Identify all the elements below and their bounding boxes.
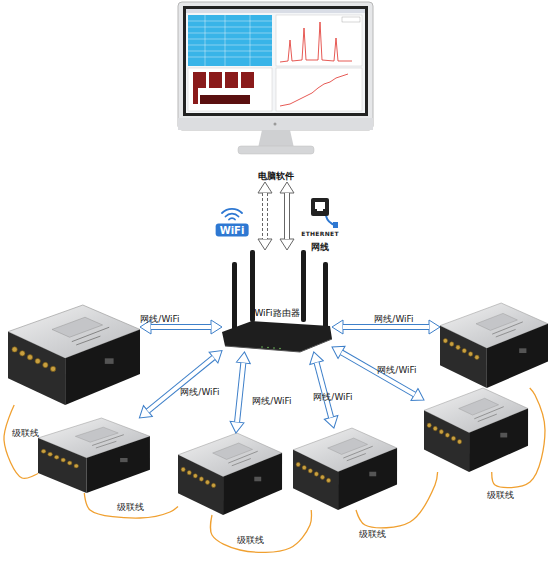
- cascade-cable: [84, 493, 178, 518]
- link-label: 网线/WiFi: [252, 396, 291, 407]
- arrow-core: [151, 325, 211, 329]
- acquisition-device: [293, 428, 397, 510]
- router-body: [222, 321, 332, 352]
- arrow-core: [317, 363, 331, 418]
- wifi-symbol: [222, 209, 242, 220]
- waterfall-chart: [188, 68, 272, 111]
- acquisition-device: [38, 418, 150, 493]
- connector-group: [317, 363, 331, 418]
- acquisition-device: [293, 428, 397, 510]
- link-label: 网线/WiFi: [180, 387, 219, 398]
- trend-chart: [276, 68, 362, 111]
- connector-group: [148, 358, 214, 411]
- spectrum-line: [280, 22, 352, 62]
- node-label: 电脑软件: [258, 171, 294, 182]
- connector-group: [237, 363, 243, 422]
- link-arrow: [151, 324, 211, 330]
- spectrum-chart: [276, 15, 362, 66]
- monitor-screen-frame: [183, 6, 368, 116]
- link-arrow: [262, 193, 268, 239]
- monitor-base: [238, 146, 314, 154]
- monitor-chin: [178, 118, 373, 130]
- connector-group: [492, 388, 545, 488]
- arrow-core: [148, 358, 214, 411]
- router-antenna: [301, 250, 306, 322]
- acquisition-device: [440, 303, 548, 388]
- cable-label: 级联线: [237, 535, 264, 546]
- connector-group: [356, 472, 438, 528]
- arrow-core: [263, 193, 267, 239]
- link-label: 网线/WiFi: [377, 365, 416, 376]
- monitor-screen: [186, 9, 365, 113]
- cable-label: 级联线: [487, 490, 514, 501]
- router-antenna: [232, 262, 237, 334]
- cascade-cable: [356, 472, 438, 528]
- cascade-cable: [492, 388, 545, 488]
- cable-label: 级联线: [359, 529, 386, 540]
- acquisition-device: [8, 305, 140, 405]
- connector-group: [265, 193, 266, 239]
- link-arrow: [343, 324, 429, 330]
- router-edge: [225, 339, 332, 352]
- waterfall-bars: [193, 72, 254, 104]
- data-table: [188, 15, 272, 66]
- ethernet-plug: [333, 222, 338, 228]
- acquisition-device: [424, 388, 528, 472]
- node-label: WiFi路由器: [254, 308, 299, 319]
- trend-line: [280, 74, 348, 106]
- ethernet-port: [315, 202, 325, 211]
- window-titlebar: [186, 9, 365, 13]
- arrow-core: [343, 325, 429, 329]
- link-arrow: [148, 358, 214, 411]
- connector-group: [151, 327, 211, 328]
- acquisition-device: [8, 305, 140, 405]
- monitor-logo: [274, 123, 277, 126]
- monitor-bezel: [178, 2, 373, 130]
- link-label: WiFi: [216, 224, 249, 237]
- connector-group: [287, 193, 288, 239]
- connector-group: [343, 327, 429, 328]
- acquisition-device: [178, 433, 282, 515]
- link-label: 网线/WiFi: [313, 392, 352, 403]
- cable-label: 级联线: [12, 428, 39, 439]
- router-antenna: [323, 262, 328, 334]
- acquisition-device: [424, 388, 528, 472]
- link-label: 网线/WiFi: [140, 314, 179, 325]
- acquisition-device: [38, 418, 150, 493]
- table-grid: [188, 15, 272, 66]
- acquisition-device: [440, 303, 548, 388]
- link-arrow: [317, 363, 331, 418]
- connector-group: [84, 493, 178, 518]
- cascade-cable: [211, 510, 312, 552]
- link-arrow: [237, 363, 243, 422]
- ethernet-symbol: [311, 198, 329, 216]
- cable-label: 级联线: [117, 502, 144, 513]
- link-arrow: [284, 193, 290, 239]
- wifi-router: WiFi路由器: [222, 250, 332, 352]
- router-antenna: [250, 250, 255, 322]
- arrow-core: [285, 193, 289, 239]
- ethernet-label: ETHERNET: [301, 230, 339, 237]
- chart-legend-box: [342, 17, 360, 22]
- link-label: 网线/WiFi: [374, 314, 413, 325]
- connector-group: [211, 510, 312, 552]
- acquisition-device: [178, 433, 282, 515]
- router-leds: [261, 346, 281, 349]
- cascade-cable: [4, 405, 38, 478]
- connector-group: [4, 405, 38, 478]
- monitor-neck: [258, 130, 294, 148]
- arrow-core: [237, 363, 243, 422]
- link-label: 网线: [311, 242, 329, 253]
- computer-monitor: 电脑软件: [178, 2, 373, 182]
